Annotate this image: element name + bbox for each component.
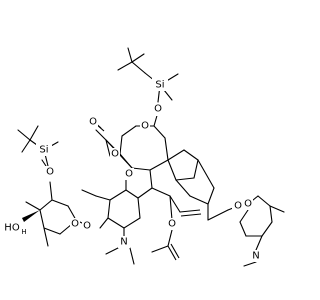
bond-lines <box>17 47 285 267</box>
atom-labels: Si O O O O O O O O N N O O O Si HO H <box>3 78 262 262</box>
stereo-wedges <box>22 210 40 222</box>
oxygen-atom-5: O <box>111 149 119 160</box>
hydroxyl-label: HO <box>4 223 20 234</box>
oxygen-atom-7: O <box>234 201 242 212</box>
silicon-atom-top: Si <box>155 80 164 91</box>
oxygen-atom-11: O <box>46 167 54 178</box>
oxygen-atom-2: O <box>141 121 149 132</box>
nitrogen-atom-centre: N <box>120 237 127 248</box>
oxygen-atom-8: O <box>244 199 252 210</box>
oxygen-atom-6: O <box>168 219 176 230</box>
silicon-atom-left: Si <box>39 145 48 156</box>
stereo-hydrogen-label: H <box>21 228 26 236</box>
molecule-structure-diagram: Si O O O O O O O O N N O O O Si HO H <box>3 47 285 267</box>
oxygen-atom-1: O <box>154 104 162 115</box>
oxygen-atom-4: O <box>125 169 133 180</box>
nitrogen-atom-right: N <box>252 251 259 262</box>
oxygen-atom-9: O <box>83 221 91 232</box>
oxygen-atom-3: O <box>89 117 97 128</box>
oxygen-atom-10: O <box>71 219 79 230</box>
